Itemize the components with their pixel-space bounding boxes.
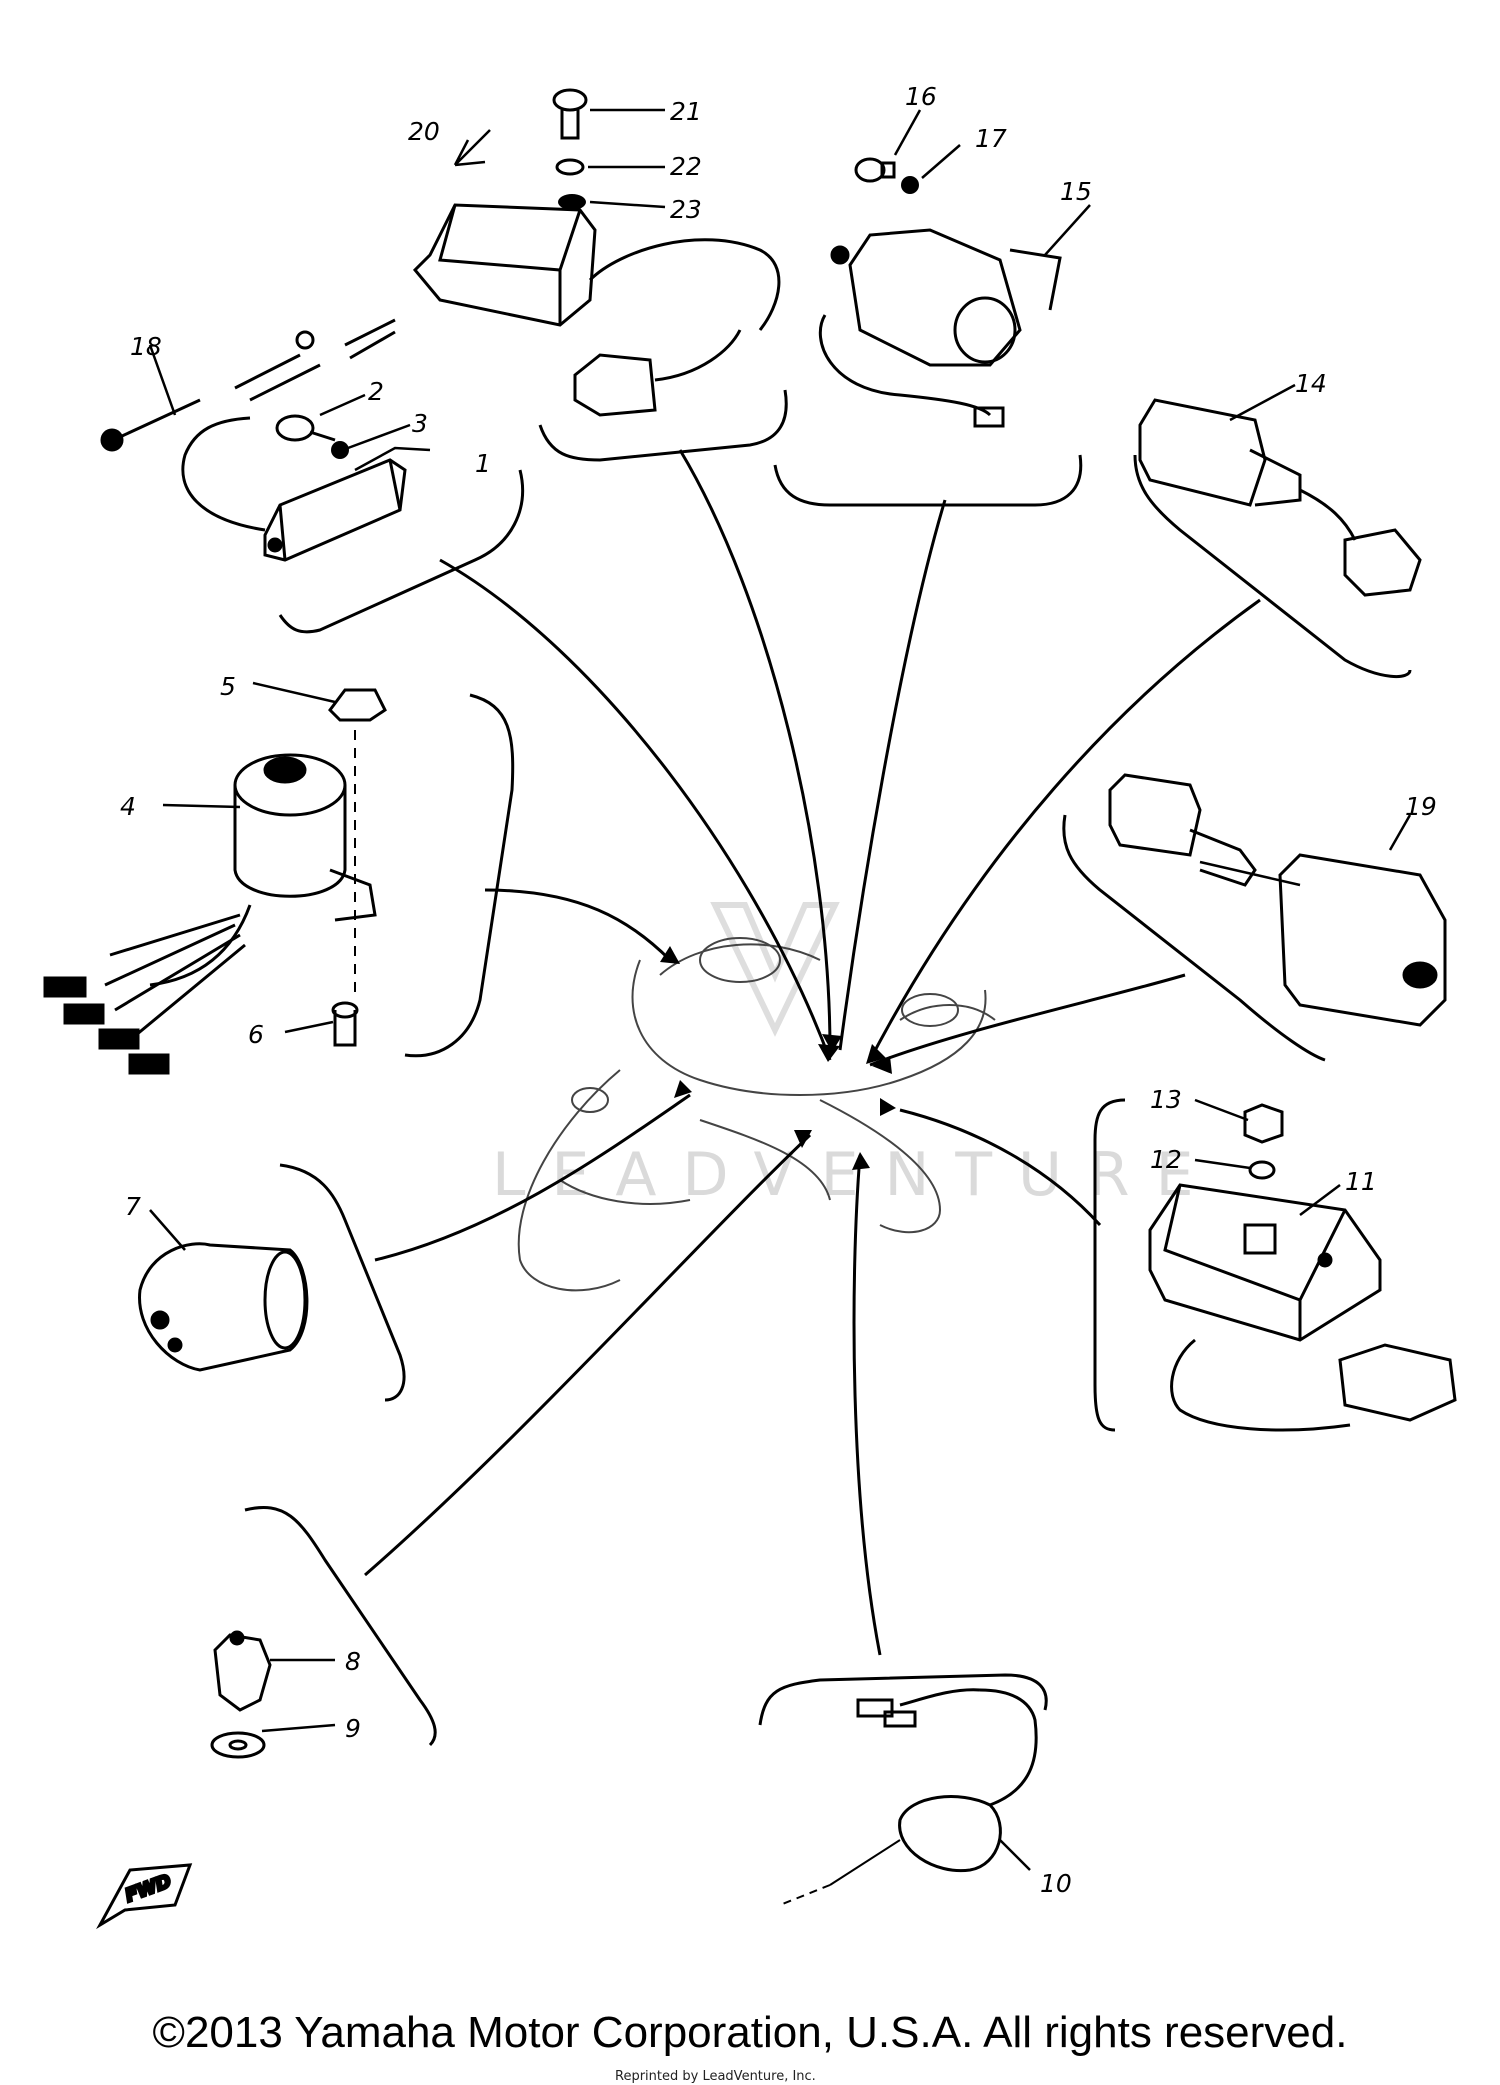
part-5-bracket [328, 688, 387, 1000]
part-number-5: 5 [220, 672, 236, 701]
part-number-6: 6 [248, 1020, 264, 1049]
connector-wires [364, 449, 1261, 1656]
part-19-connector [1108, 773, 1447, 1027]
part-number-17: 17 [975, 124, 1007, 153]
part-number-21: 21 [670, 97, 702, 126]
part-13-nut [1243, 1103, 1284, 1144]
part-10-switch [779, 1688, 1038, 1906]
part-6-bolt [331, 1001, 359, 1047]
part-number-19: 19 [1405, 792, 1437, 821]
fwd-arrow-icon: FWD [96, 1863, 193, 1930]
fwd-label: FWD [123, 1871, 174, 1907]
part-number-22: 22 [670, 152, 702, 181]
leader-lines [148, 108, 1412, 1871]
part-number-11: 11 [1345, 1167, 1377, 1196]
part-number-13: 13 [1150, 1085, 1182, 1114]
part-number-18: 18 [130, 332, 162, 361]
part-3-washer [331, 441, 349, 459]
part-number-9: 9 [345, 1714, 361, 1743]
part-number-16: 16 [905, 82, 937, 111]
part-number-labels: 1 2 3 4 5 6 7 8 9 10 11 12 13 14 15 16 1… [120, 82, 1437, 1898]
part-number-12: 12 [1150, 1145, 1182, 1174]
copyright-notice: ©2013 Yamaha Motor Corporation, U.S.A. A… [152, 2008, 1348, 2057]
part-number-1: 1 [475, 449, 491, 478]
part-number-3: 3 [412, 409, 428, 438]
part-7-neutral-switch [138, 1242, 309, 1372]
part-22-washer [555, 158, 585, 176]
part-23-washer [558, 194, 586, 210]
part-number-7: 7 [125, 1192, 141, 1221]
part-17-cap [901, 176, 919, 194]
part-4-main-switch [43, 753, 377, 1075]
part-number-15: 15 [1060, 177, 1092, 206]
part-21-bolt [552, 88, 588, 140]
part-8-sensor [213, 1630, 272, 1712]
part-9-washer [210, 1731, 266, 1759]
part-number-14: 14 [1295, 369, 1327, 398]
part-12-washer [1248, 1160, 1276, 1180]
central-harness [517, 937, 996, 1292]
part-18-wire-lead [100, 318, 396, 452]
part-number-23: 23 [670, 195, 702, 224]
part-number-8: 8 [345, 1647, 361, 1676]
part-number-2: 2 [368, 377, 384, 406]
part-20-cdi-box [412, 203, 781, 417]
reprint-note: Reprinted by LeadVenture, Inc. [615, 2069, 816, 2084]
group-brackets [244, 389, 1412, 1747]
part-14-connector [1138, 398, 1422, 597]
part-number-20: 20 [408, 117, 440, 146]
part-2-screw [275, 414, 336, 442]
part-number-10: 10 [1040, 1869, 1072, 1898]
part-number-4: 4 [120, 792, 136, 821]
arrowheads [660, 946, 896, 1170]
part-16-bulb [854, 157, 896, 183]
part-1-regulator [181, 416, 407, 562]
part-11-rectifier [1148, 1183, 1457, 1432]
part-15-relay [818, 228, 1062, 428]
